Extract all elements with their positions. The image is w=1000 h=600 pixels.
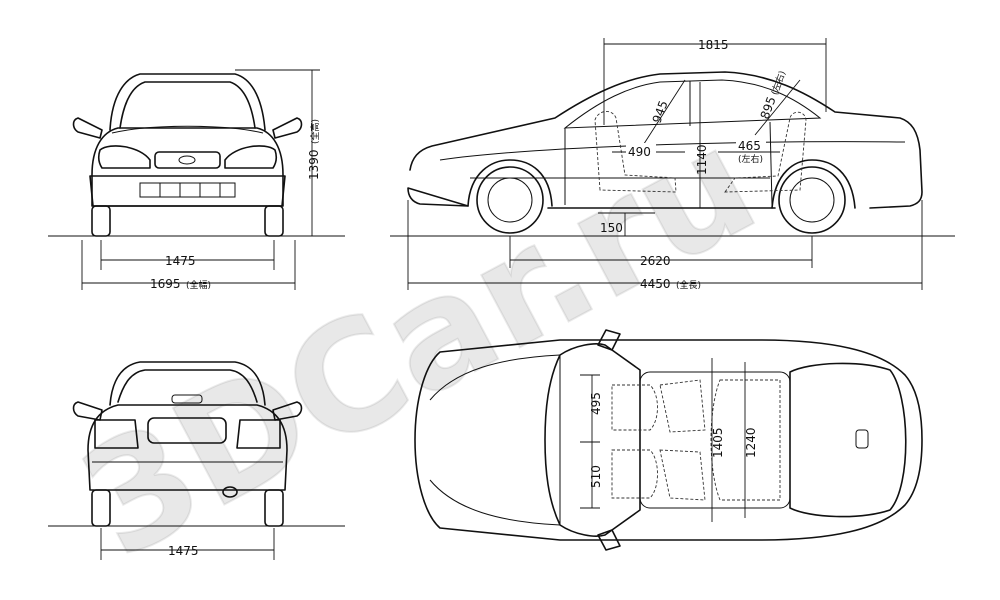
side-body-outline	[407, 71, 923, 209]
side-wheelbase-value: 2620	[640, 254, 671, 268]
side-rear-wheel	[778, 166, 846, 234]
side-front-wheel	[476, 166, 544, 234]
side-length-value: 4450	[640, 277, 671, 291]
side-rear-arch	[771, 159, 856, 209]
rear-left-tire	[91, 489, 111, 527]
side-front-arch	[467, 159, 553, 207]
top-left-mirror	[597, 329, 621, 351]
rear-exhaust	[222, 486, 238, 498]
top-body-outline	[414, 339, 923, 541]
front-view: 1390 (全高) 1475 1695 (全幅)	[48, 69, 345, 291]
top-rear-seat-width-value: 510	[589, 465, 603, 488]
side-front-seat	[594, 111, 677, 193]
front-windshield	[119, 81, 256, 129]
side-cabin-height-value: 1140	[695, 144, 709, 175]
front-grille	[154, 151, 221, 169]
rear-view: 1475	[48, 361, 345, 560]
front-hood-line	[111, 125, 264, 134]
top-front-seat-width-value: 495	[589, 392, 603, 415]
rear-track-value: 1475	[168, 544, 199, 558]
top-hood	[429, 354, 561, 526]
top-windshield	[544, 343, 641, 537]
top-rear-shoulder-value: 1240	[744, 427, 758, 458]
side-windows	[563, 79, 822, 129]
side-ground-clearance-value: 150	[600, 221, 623, 235]
rear-roof-outline	[109, 361, 266, 406]
front-right-mirror	[272, 117, 303, 139]
rear-right-taillight	[236, 419, 281, 449]
side-rear-legroom-value: 895	[758, 95, 779, 121]
front-badge	[178, 155, 196, 165]
side-length-note: (全長)	[676, 279, 701, 291]
rear-plate-panel	[147, 417, 227, 444]
top-front-shoulder-value: 1405	[711, 427, 725, 458]
side-seat-depth-rear-note: (左右)	[738, 153, 763, 165]
front-track-value: 1475	[165, 254, 196, 268]
rear-body	[87, 404, 288, 491]
rear-right-tire	[264, 489, 284, 527]
front-right-headlight	[224, 145, 278, 169]
rear-left-mirror	[72, 401, 103, 421]
rear-window	[117, 369, 258, 403]
watermark-text: 3DCar.ru	[55, 95, 782, 592]
side-seat-depth-rear-value: 465	[738, 139, 761, 153]
side-seat-depth-front-value: 490	[628, 145, 651, 159]
side-rear-door-edge	[769, 121, 773, 206]
front-bumper	[89, 175, 286, 207]
side-rear-legroom-dim-line	[754, 79, 801, 136]
watermark: 3DCar.ru	[54, 94, 783, 593]
top-view: 495 510 1405 1240	[414, 329, 923, 551]
front-left-headlight	[97, 145, 151, 169]
top-right-mirror	[597, 529, 621, 551]
side-rear-legroom-note: (左右)	[768, 69, 788, 97]
front-lower-intake	[139, 182, 236, 198]
front-width-note: (全幅)	[186, 279, 211, 291]
side-top-width-value: 1815	[698, 38, 729, 52]
rear-right-mirror	[272, 401, 303, 421]
top-rear-seat	[710, 379, 781, 501]
rear-brake-light	[171, 394, 203, 404]
top-front-right-seat	[611, 449, 658, 499]
top-rear-window	[789, 362, 907, 518]
front-body	[91, 127, 284, 207]
front-roof-outline	[109, 73, 266, 131]
top-front-left-seat	[611, 384, 658, 431]
front-left-mirror	[72, 117, 103, 139]
front-height-value: 1390	[307, 149, 321, 180]
side-front-legroom-dim-line	[639, 79, 686, 151]
side-rear-seat	[724, 111, 807, 193]
front-right-tire	[264, 205, 284, 237]
rear-left-taillight	[94, 419, 139, 449]
top-brake-light	[855, 429, 869, 449]
front-left-tire	[91, 205, 111, 237]
front-height-note: (全高)	[309, 119, 321, 144]
front-width-value: 1695	[150, 277, 181, 291]
